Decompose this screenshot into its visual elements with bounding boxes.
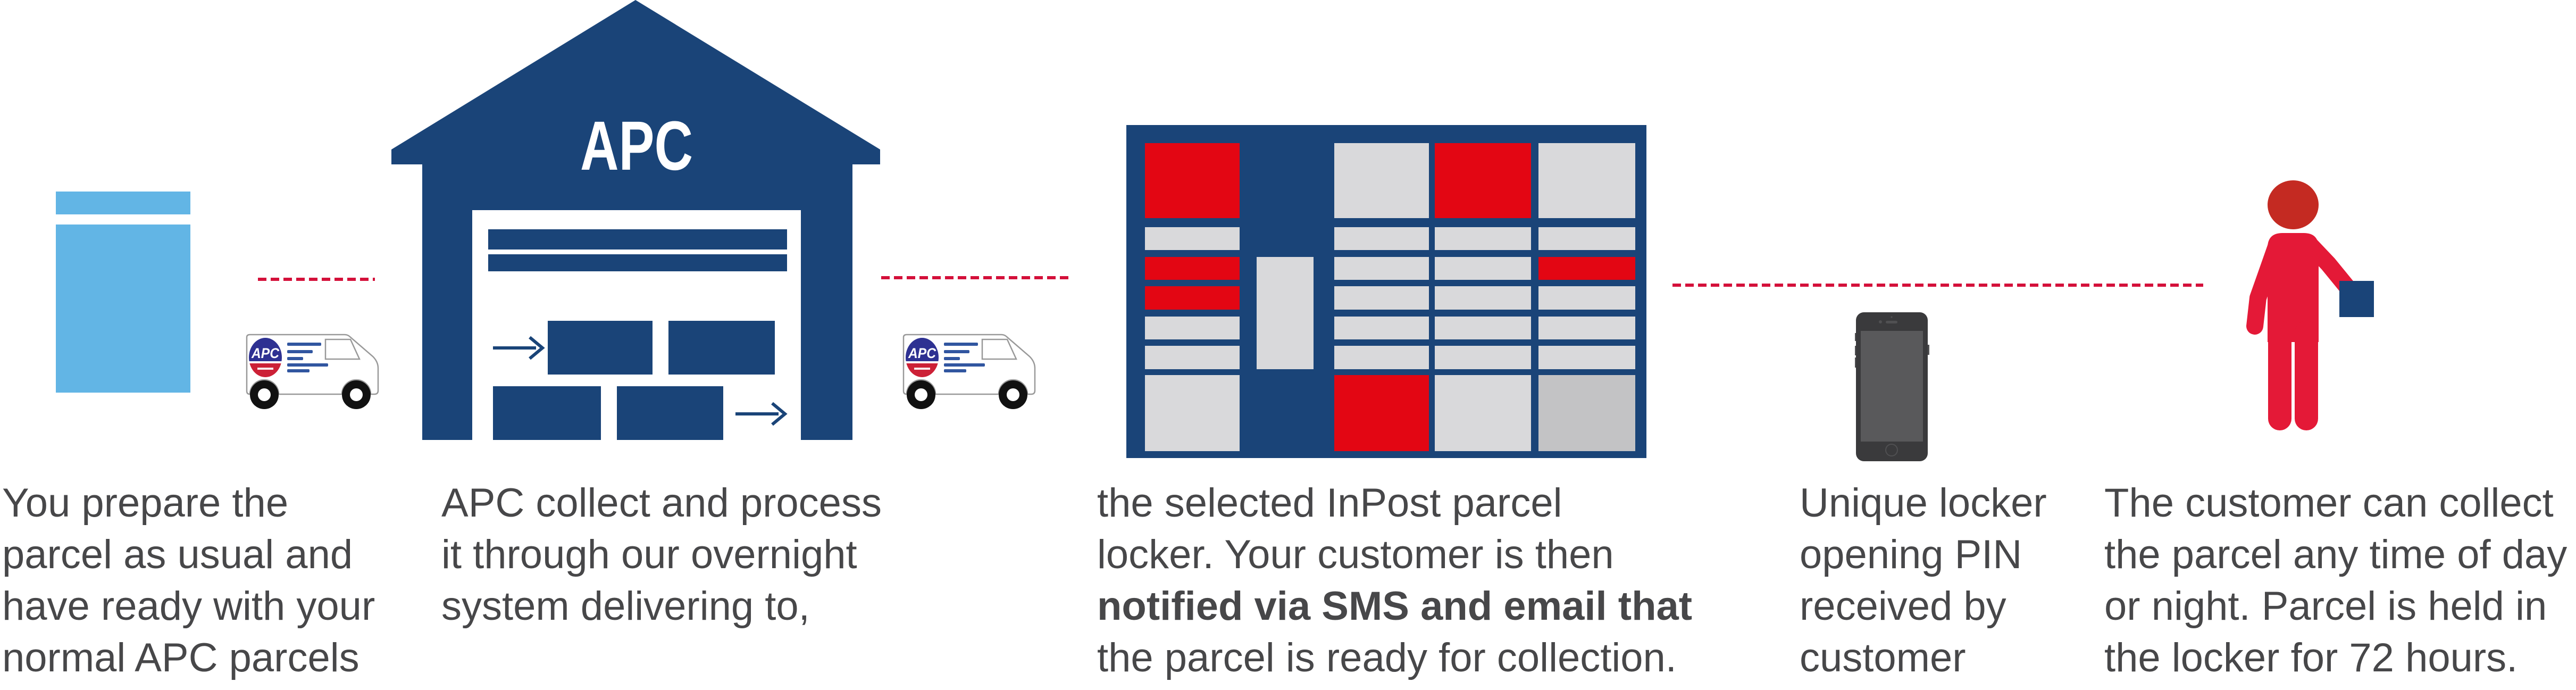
locker-cell <box>1334 317 1429 339</box>
caption-step-4: Unique locker opening PIN received by cu… <box>1800 477 2047 684</box>
locker-cell <box>1538 375 1635 451</box>
warehouse-parcel <box>548 321 653 375</box>
caption-step-5: The customer can collect the parcel any … <box>2104 477 2567 684</box>
locker-cell <box>1145 286 1240 310</box>
caption-line: APC collect and process <box>441 480 882 526</box>
dashed-connector-2 <box>881 276 1072 279</box>
delivery-van-icon-1 <box>246 331 380 411</box>
flow-arrow-icon <box>493 336 545 360</box>
locker-cell <box>1435 227 1531 250</box>
caption-line: parcel as usual and <box>2 532 353 577</box>
phone-screen <box>1861 331 1923 442</box>
locker-cell <box>1538 286 1635 310</box>
flow-arrow-icon <box>735 402 788 426</box>
caption-line: or night. Parcel is held in <box>2104 584 2547 629</box>
warehouse-left-wall <box>422 163 472 440</box>
customer-parcel-box <box>2339 281 2374 317</box>
smartphone-icon <box>1855 312 1929 461</box>
caption-line: the parcel is ready for collection. <box>1097 635 1677 680</box>
phone-home-button <box>1885 444 1898 456</box>
locker-cell <box>1435 317 1531 339</box>
warehouse-roof <box>391 0 880 164</box>
caption-line: opening PIN <box>1800 532 2022 577</box>
warehouse-right-wall <box>801 163 852 440</box>
locker-cell <box>1435 286 1531 310</box>
locker-cell <box>1334 227 1429 250</box>
locker-cell <box>1538 257 1635 280</box>
locker-cell <box>1334 346 1429 369</box>
warehouse-lintel <box>472 163 801 210</box>
caption-line: have ready with your <box>2 584 375 629</box>
locker-cell <box>1435 375 1531 451</box>
warehouse-apc-label: APC <box>580 106 693 185</box>
locker-cell <box>1334 257 1429 280</box>
dashed-connector-1 <box>258 278 375 281</box>
parcel-lid <box>56 192 190 214</box>
locker-cell <box>1538 346 1635 369</box>
caption-line: locker. Your customer is then <box>1097 532 1614 577</box>
caption-line: the parcel any time of day <box>2104 532 2567 577</box>
caption-line: system delivering to, <box>441 584 810 629</box>
warehouse-parcel <box>617 386 723 440</box>
parcel-icon <box>56 192 190 393</box>
customer-torso <box>2268 233 2319 342</box>
caption-line: customer <box>1800 635 1966 680</box>
garage-door-slat <box>488 254 787 271</box>
caption-line: The customer can collect <box>2104 480 2554 526</box>
garage-door-slat <box>488 229 787 250</box>
caption-step-2: APC collect and process it through our o… <box>441 477 882 632</box>
caption-line: You prepare the <box>2 480 289 526</box>
locker-cell <box>1435 143 1531 218</box>
caption-line: received by <box>1800 584 2006 629</box>
customer-head <box>2268 180 2319 229</box>
locker-cell <box>1334 143 1429 218</box>
locker-cell <box>1334 375 1429 451</box>
delivery-van-icon-2 <box>902 331 1036 411</box>
locker-cell <box>1334 286 1429 310</box>
caption-line: normal APC parcels <box>2 635 359 680</box>
caption-line: Unique locker <box>1800 480 2047 526</box>
locker-cell <box>1538 317 1635 339</box>
locker-cell <box>1538 227 1635 250</box>
locker-cell <box>1538 143 1635 218</box>
locker-cell <box>1257 257 1314 369</box>
caption-line: the locker for 72 hours. <box>2104 635 2518 680</box>
locker-cell <box>1145 317 1240 339</box>
locker-cell <box>1145 346 1240 369</box>
parcel-body <box>56 225 190 393</box>
caption-step-3: the selected InPost parcel locker. Your … <box>1097 477 1692 684</box>
locker-cell <box>1145 143 1240 218</box>
locker-cell <box>1435 346 1531 369</box>
customer-icon <box>2246 180 2374 430</box>
dashed-connector-3 <box>1672 284 2203 287</box>
locker-cell <box>1145 227 1240 250</box>
caption-line-bold: notified via SMS and email that <box>1097 584 1693 629</box>
warehouse-parcel <box>668 321 775 375</box>
locker-cell <box>1145 257 1240 280</box>
caption-line: it through our overnight <box>441 532 857 577</box>
caption-line: the selected InPost parcel <box>1097 480 1562 526</box>
phone-earpiece <box>1886 321 1897 323</box>
locker-cell <box>1145 375 1240 451</box>
warehouse-icon: APC <box>391 0 880 440</box>
parcel-locker-icon <box>1126 125 1646 458</box>
caption-step-1: You prepare the parcel as usual and have… <box>2 477 375 684</box>
locker-cell <box>1435 257 1531 280</box>
warehouse-parcel <box>493 386 601 440</box>
phone-camera <box>1879 320 1882 323</box>
